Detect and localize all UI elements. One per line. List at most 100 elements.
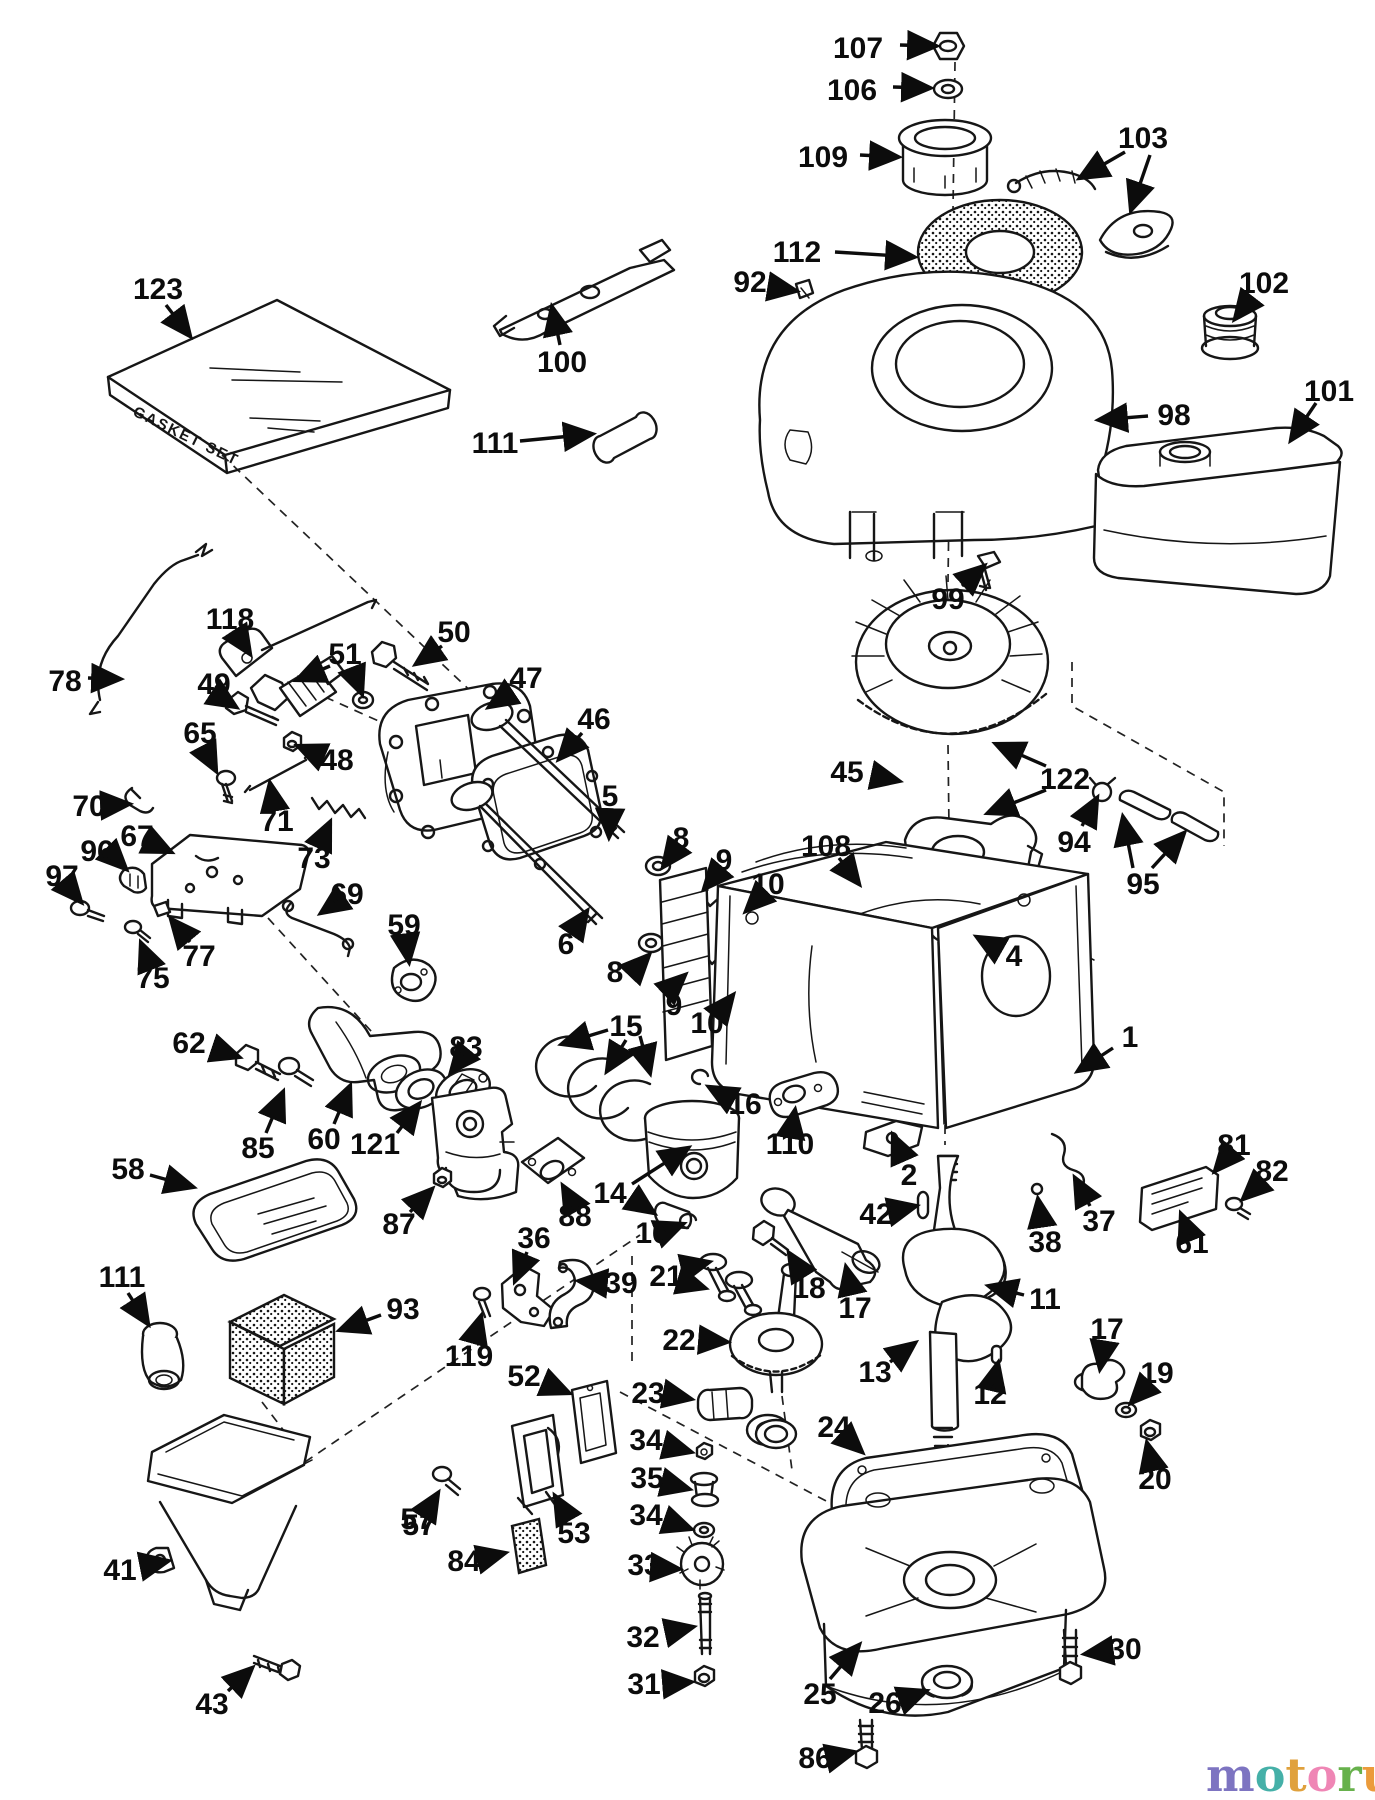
screw-75 bbox=[123, 919, 152, 944]
callout-arrow-26 bbox=[893, 1686, 931, 1716]
bolt-30 bbox=[1058, 1628, 1083, 1686]
part-label-53-73: 53 bbox=[557, 1517, 590, 1550]
washer-106 bbox=[932, 78, 964, 100]
callout-arrow-88 bbox=[560, 1181, 591, 1219]
callout-arrow-17 bbox=[1089, 1338, 1120, 1375]
filter-foam-93 bbox=[227, 1293, 337, 1407]
part-label-20-87: 20 bbox=[1138, 1463, 1171, 1496]
governor-link-69 bbox=[281, 899, 355, 958]
callout-arrow-47 bbox=[484, 678, 522, 710]
part-label-61-61: 61 bbox=[1175, 1227, 1208, 1260]
part-label-101-11: 101 bbox=[1304, 375, 1354, 408]
starter-rope-103 bbox=[1006, 168, 1174, 259]
bolt-86 bbox=[854, 1718, 879, 1770]
callout-arrow-35 bbox=[657, 1467, 694, 1497]
callout-arrow-78 bbox=[87, 662, 126, 694]
callout-arrow-111 bbox=[519, 421, 598, 453]
starter-nut-107 bbox=[931, 31, 966, 61]
part-label-58-43: 58 bbox=[111, 1153, 144, 1186]
callout-arrow-12 bbox=[976, 1358, 1007, 1395]
carb-mount-gasket-88 bbox=[520, 1136, 586, 1185]
callout-arrow-36 bbox=[511, 1248, 541, 1286]
watermark-letter: t bbox=[1285, 1748, 1307, 1800]
air-cleaner-body-41 bbox=[145, 1413, 313, 1612]
oil-fill-cap-102 bbox=[1200, 304, 1260, 361]
callout-arrow-102 bbox=[1231, 286, 1265, 324]
callout-arrow-92 bbox=[765, 271, 802, 302]
part-label-31-77: 31 bbox=[627, 1668, 660, 1701]
part-label-99-12: 99 bbox=[931, 583, 964, 616]
part-label-78-20: 78 bbox=[48, 665, 81, 698]
callout-arrow-33 bbox=[649, 1551, 685, 1583]
air-cleaner-cover-58 bbox=[192, 1158, 358, 1262]
part-label-17-55: 17 bbox=[838, 1292, 871, 1325]
part-label-50-24: 50 bbox=[437, 616, 470, 649]
rod-bolt-18 bbox=[751, 1219, 790, 1257]
callout-arrow-9 bbox=[653, 971, 689, 1006]
callout-arrow-46 bbox=[555, 727, 590, 763]
part-label-62-38: 62 bbox=[172, 1027, 205, 1060]
callout-arrow-73 bbox=[304, 817, 333, 855]
part-label-71-28: 71 bbox=[260, 805, 293, 838]
callout-arrow-15 bbox=[604, 1038, 636, 1076]
part-label-98-9: 98 bbox=[1157, 399, 1190, 432]
part-label-17-85: 17 bbox=[1090, 1313, 1123, 1346]
oil-sump-25 bbox=[800, 1477, 1107, 1717]
part-label-30-81: 30 bbox=[1108, 1633, 1141, 1666]
part-label-59-37: 59 bbox=[387, 909, 420, 942]
callout-arrow-122 bbox=[991, 741, 1047, 770]
part-label-111-8: 111 bbox=[472, 427, 519, 460]
callout-arrow-30 bbox=[1079, 1635, 1116, 1666]
watermark-letter: m bbox=[1206, 1748, 1255, 1800]
part-label-21-65: 21 bbox=[649, 1260, 682, 1293]
part-label-51-22: 51 bbox=[328, 638, 361, 671]
screw-82 bbox=[1224, 1196, 1252, 1221]
spring-73 bbox=[310, 796, 367, 820]
part-label-45-14: 45 bbox=[830, 756, 863, 789]
part-label-103-5: 103 bbox=[1118, 122, 1168, 155]
callout-arrow-62 bbox=[206, 1033, 244, 1063]
callout-arrow-119 bbox=[458, 1311, 488, 1348]
callout-arrow-122 bbox=[983, 788, 1047, 817]
part-label-84-74: 84 bbox=[447, 1545, 481, 1578]
valve-retainer-8-lower bbox=[637, 932, 665, 954]
callout-arrow-21 bbox=[672, 1265, 710, 1295]
callout-arrow-108 bbox=[829, 851, 863, 889]
callout-arrow-109 bbox=[859, 140, 904, 171]
watermark-letter: u bbox=[1362, 1748, 1375, 1800]
callout-arrow-95 bbox=[1150, 829, 1188, 870]
callout-arrow-8 bbox=[659, 834, 693, 872]
callout-arrow-82 bbox=[1239, 1168, 1275, 1203]
callout-arrow-81 bbox=[1211, 1139, 1246, 1175]
part-label-111-99: 111 bbox=[99, 1261, 146, 1294]
part-label-16-47: 16 bbox=[728, 1088, 761, 1121]
watermark-letter: o bbox=[1306, 1748, 1338, 1800]
part-label-35-69: 35 bbox=[630, 1462, 663, 1495]
part-label-75-34: 75 bbox=[136, 962, 169, 995]
callout-arrow-14 bbox=[621, 1184, 659, 1216]
part-label-109-2: 109 bbox=[798, 141, 848, 174]
callout-arrow-22 bbox=[696, 1324, 733, 1355]
crankshaft-key-12 bbox=[990, 1344, 1003, 1365]
callout-arrow-51 bbox=[292, 654, 331, 683]
screw-65 bbox=[215, 769, 237, 805]
part-label-81-59: 81 bbox=[1217, 1129, 1250, 1162]
control-bracket-100 bbox=[492, 238, 676, 341]
callout-arrow-45 bbox=[867, 759, 904, 790]
callout-arrow-34 bbox=[658, 1505, 696, 1534]
screw-119 bbox=[472, 1286, 492, 1319]
callout-arrow-84 bbox=[473, 1544, 510, 1575]
callout-arrow-75 bbox=[137, 938, 166, 976]
part-label-46-26: 46 bbox=[577, 703, 610, 736]
callout-arrow-123 bbox=[160, 303, 194, 341]
id-plate-61 bbox=[1138, 1165, 1220, 1232]
bracket-36 bbox=[500, 1264, 556, 1328]
part-label-97-33: 97 bbox=[45, 860, 78, 893]
part-label-94-15: 94 bbox=[1057, 826, 1091, 859]
oil-seal-26 bbox=[920, 1664, 974, 1700]
ground-wire-78 bbox=[88, 542, 214, 716]
part-label-26-79: 26 bbox=[868, 1687, 901, 1720]
part-label-10-91: 10 bbox=[751, 868, 784, 901]
oil-line-37 bbox=[1050, 1132, 1086, 1188]
